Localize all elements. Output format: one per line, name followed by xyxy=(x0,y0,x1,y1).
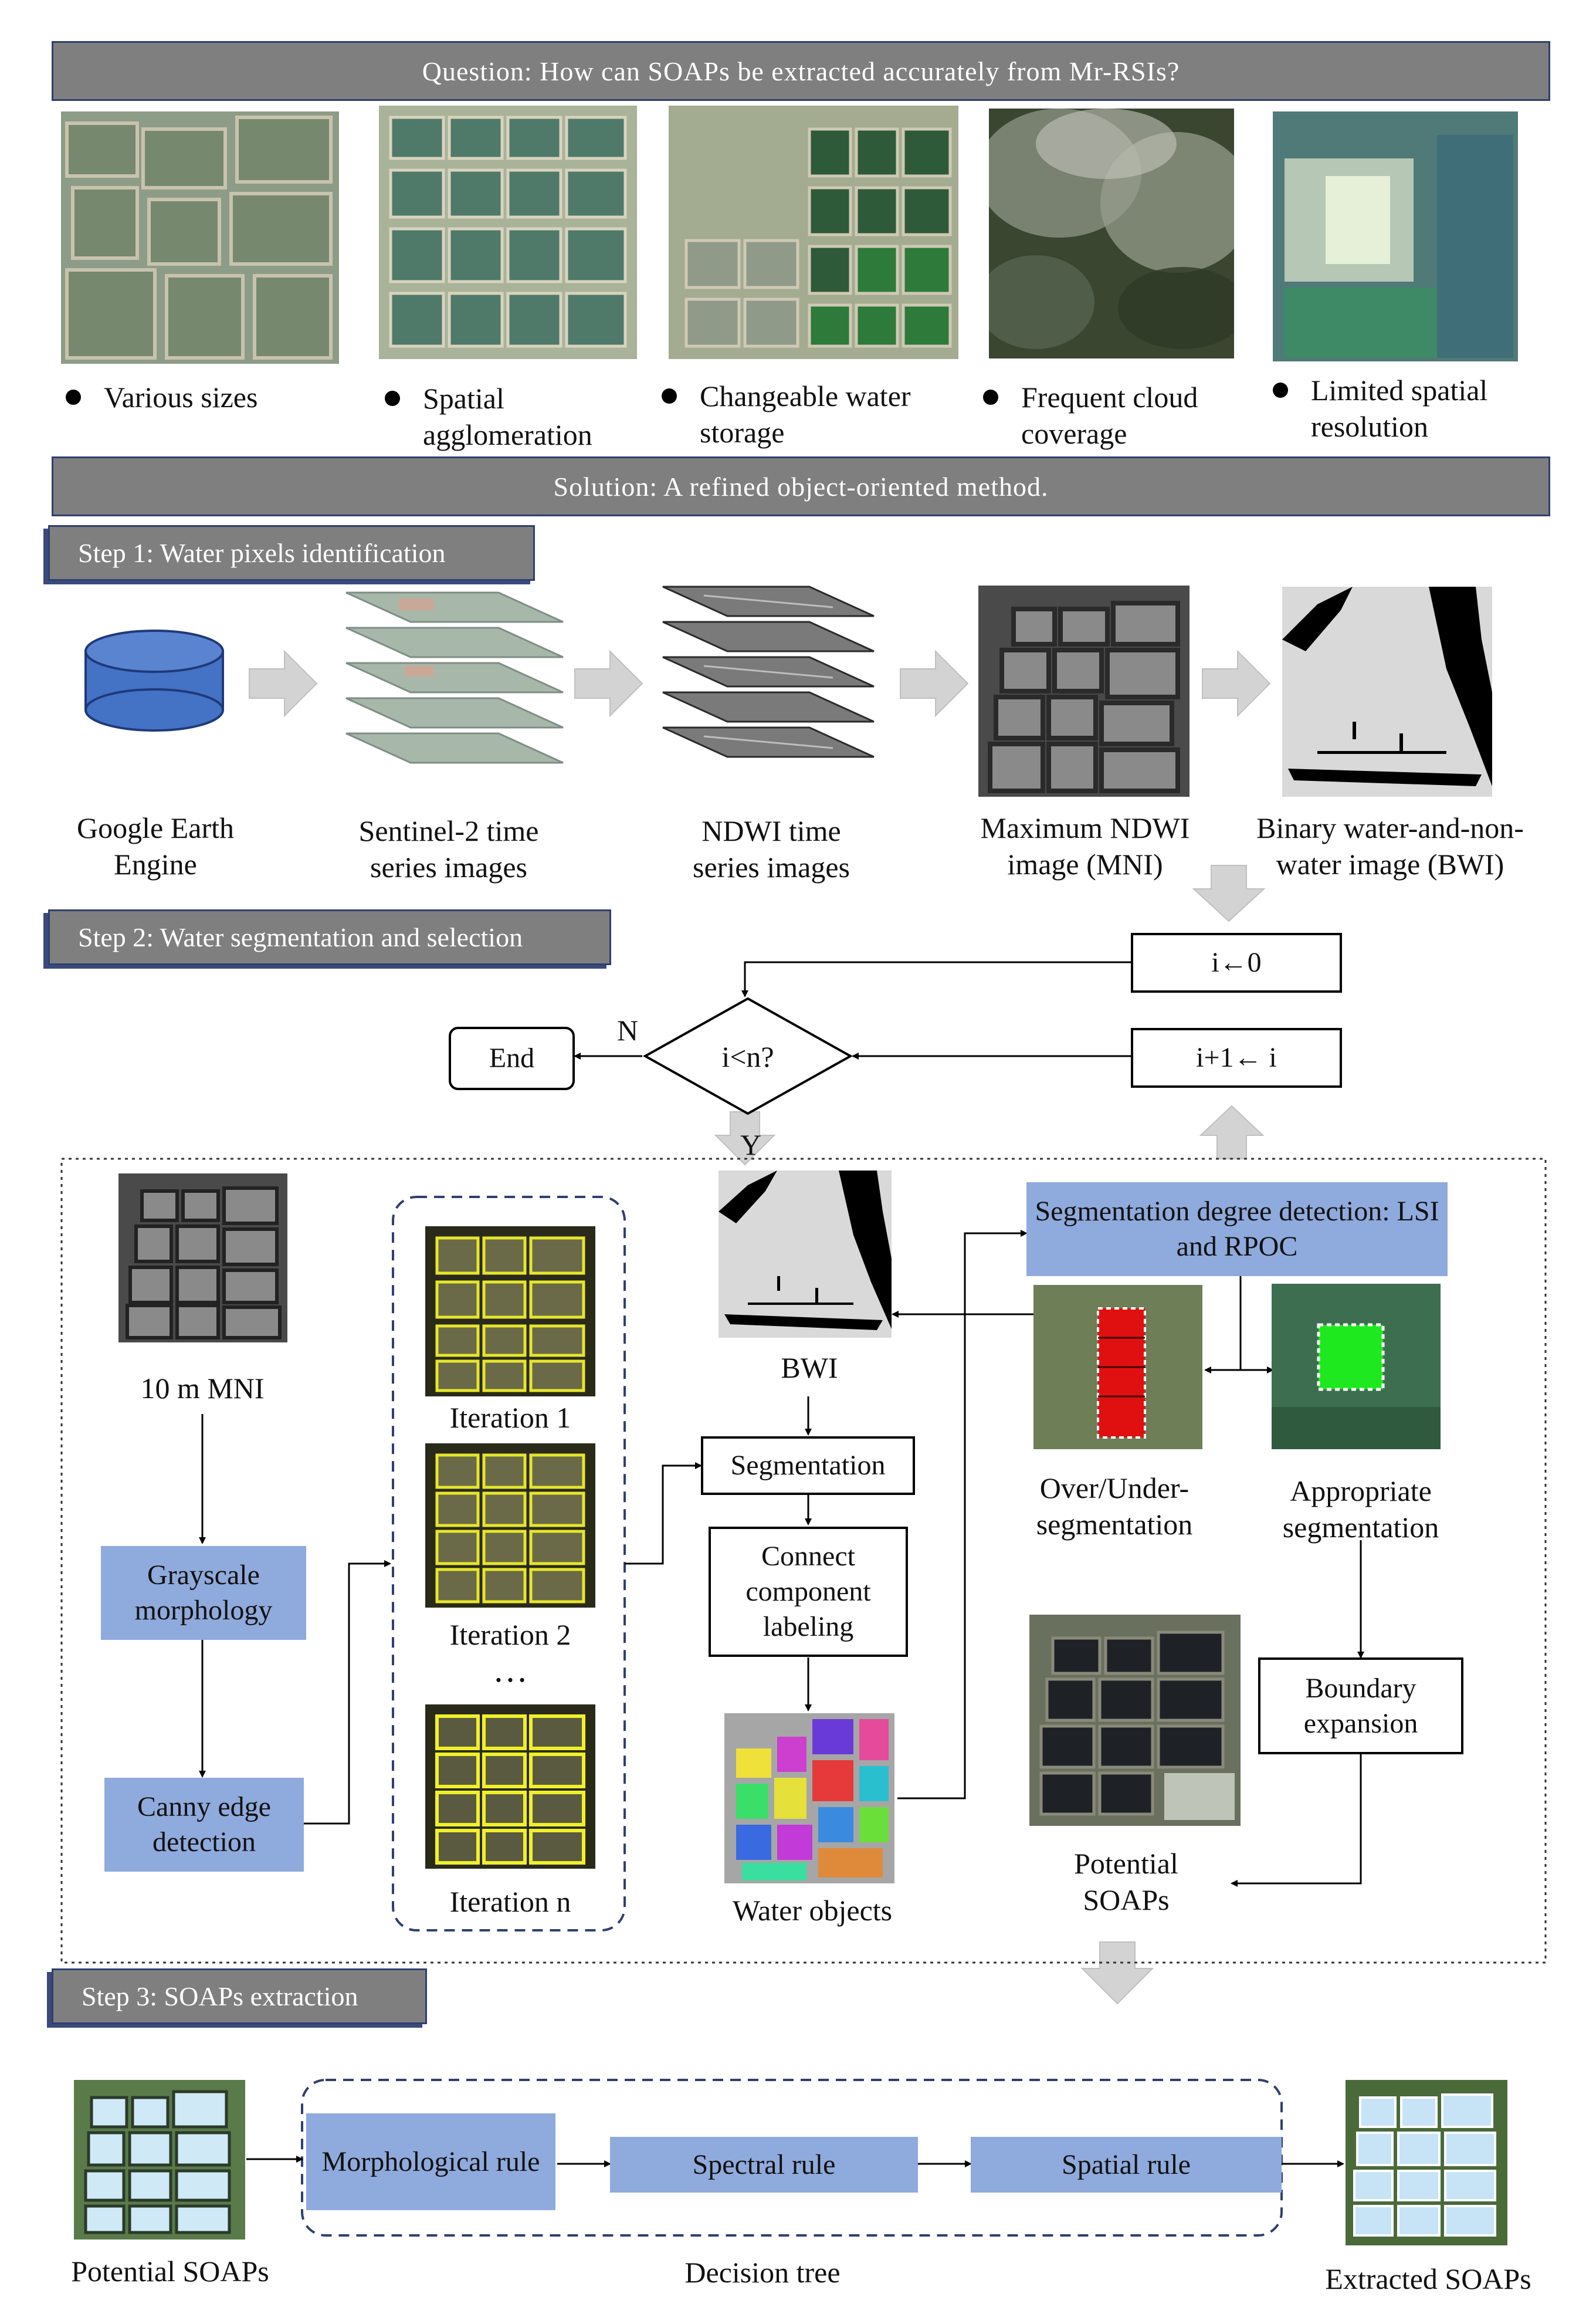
step3-potential-label: Potential SOAPs xyxy=(71,2255,269,2288)
iteration-1-label: Iteration 1 xyxy=(449,1401,571,1434)
solution-banner: Solution: A refined object-oriented meth… xyxy=(52,456,1550,516)
step1-label-bwi: Binary water-and-non-water image (BWI) xyxy=(1256,811,1524,881)
iteration-2-image xyxy=(425,1443,595,1608)
grayscale-morphology-box: Grayscale morphology xyxy=(101,1546,306,1640)
water-objects-image xyxy=(724,1713,894,1883)
challenge-image-sizes xyxy=(61,111,339,364)
no-label: N xyxy=(616,1014,639,1047)
appropriate-label: Appropriate segmentation xyxy=(1282,1474,1439,1544)
iteration-n-image xyxy=(425,1704,595,1869)
boundary-expansion-box: Boundary expansion xyxy=(1258,1657,1463,1754)
over-under-image xyxy=(1033,1285,1202,1449)
init-box: i←0 xyxy=(1131,933,1342,993)
bwi-small-label: BWI xyxy=(781,1351,838,1384)
ccl-box: Connect component labeling xyxy=(709,1527,908,1657)
challenge-item: Frequent cloud coverage xyxy=(983,379,1229,452)
decision-tree-label: Decision tree xyxy=(684,2256,841,2289)
challenge-image-cloud xyxy=(989,109,1234,358)
mni-image xyxy=(978,586,1190,797)
challenge-item: Limited spatial resolution xyxy=(1273,372,1519,445)
question-banner: Question: How can SOAPs be extracted acc… xyxy=(52,41,1550,101)
challenge-item: Changeable water storage xyxy=(662,378,937,451)
step1-header: Step 1: Water pixels identification xyxy=(48,525,535,581)
condition-label: i<n? xyxy=(721,1040,774,1073)
challenge-image-resolution xyxy=(1273,111,1518,361)
bwi-image xyxy=(1282,587,1492,797)
loop-decision-diamond xyxy=(642,997,853,1115)
iteration-n-label: Iteration n xyxy=(449,1885,571,1918)
yes-label: Y xyxy=(740,1128,762,1161)
challenge-item: Spatial agglomeration xyxy=(385,380,619,453)
challenge-image-storage xyxy=(669,106,958,359)
step1-label-ndwi: NDWI time series images xyxy=(693,814,850,884)
segmentation-box: Segmentation xyxy=(701,1436,915,1495)
appropriate-image xyxy=(1272,1284,1441,1449)
step2-header: Step 2: Water segmentation and selection xyxy=(48,909,611,965)
morphological-rule-box: Morphological rule xyxy=(306,2113,555,2210)
challenge-item: Various sizes xyxy=(66,379,336,415)
step3-header: Step 3: SOAPs extraction xyxy=(52,1968,427,2024)
extracted-soaps-image xyxy=(1346,2080,1507,2245)
iteration-ellipsis: … xyxy=(493,1650,528,1689)
mni-10m-image xyxy=(118,1173,287,1342)
spectral-rule-box: Spectral rule xyxy=(610,2137,918,2193)
step1-label-mni: Maximum NDWI image (MNI) xyxy=(980,811,1190,881)
canny-edge-box: Canny edge detection xyxy=(104,1778,304,1872)
step1-label-sentinel: Sentinel-2 time series images xyxy=(358,814,539,884)
block-arrow xyxy=(249,649,1271,2005)
increment-box: i+1← i xyxy=(1131,1028,1342,1088)
extracted-soaps-label: Extracted SOAPs xyxy=(1325,2262,1531,2295)
potential-soaps-label: Potential SOAPs xyxy=(1074,1847,1178,1916)
spatial-rule-box: Spatial rule xyxy=(971,2137,1282,2193)
over-under-label: Over/Under-segmentation xyxy=(1036,1471,1193,1541)
mni-10m-label: 10 m MNI xyxy=(140,1372,265,1405)
iteration-1-image xyxy=(425,1226,595,1396)
iteration-2-label: Iteration 2 xyxy=(449,1618,571,1651)
bwi-small-image xyxy=(719,1171,892,1338)
step1-label-gee: Google Earth Engine xyxy=(77,811,234,881)
iteration-region xyxy=(60,1158,1547,1964)
water-objects-label: Water objects xyxy=(732,1894,893,1927)
detection-box: Segmentation degree detection: LSI and R… xyxy=(1026,1182,1448,1276)
challenge-image-agglomeration xyxy=(379,106,637,359)
end-box: End xyxy=(449,1027,575,1090)
potential-soaps-image xyxy=(1029,1615,1241,1826)
step3-potential-image xyxy=(74,2080,245,2240)
